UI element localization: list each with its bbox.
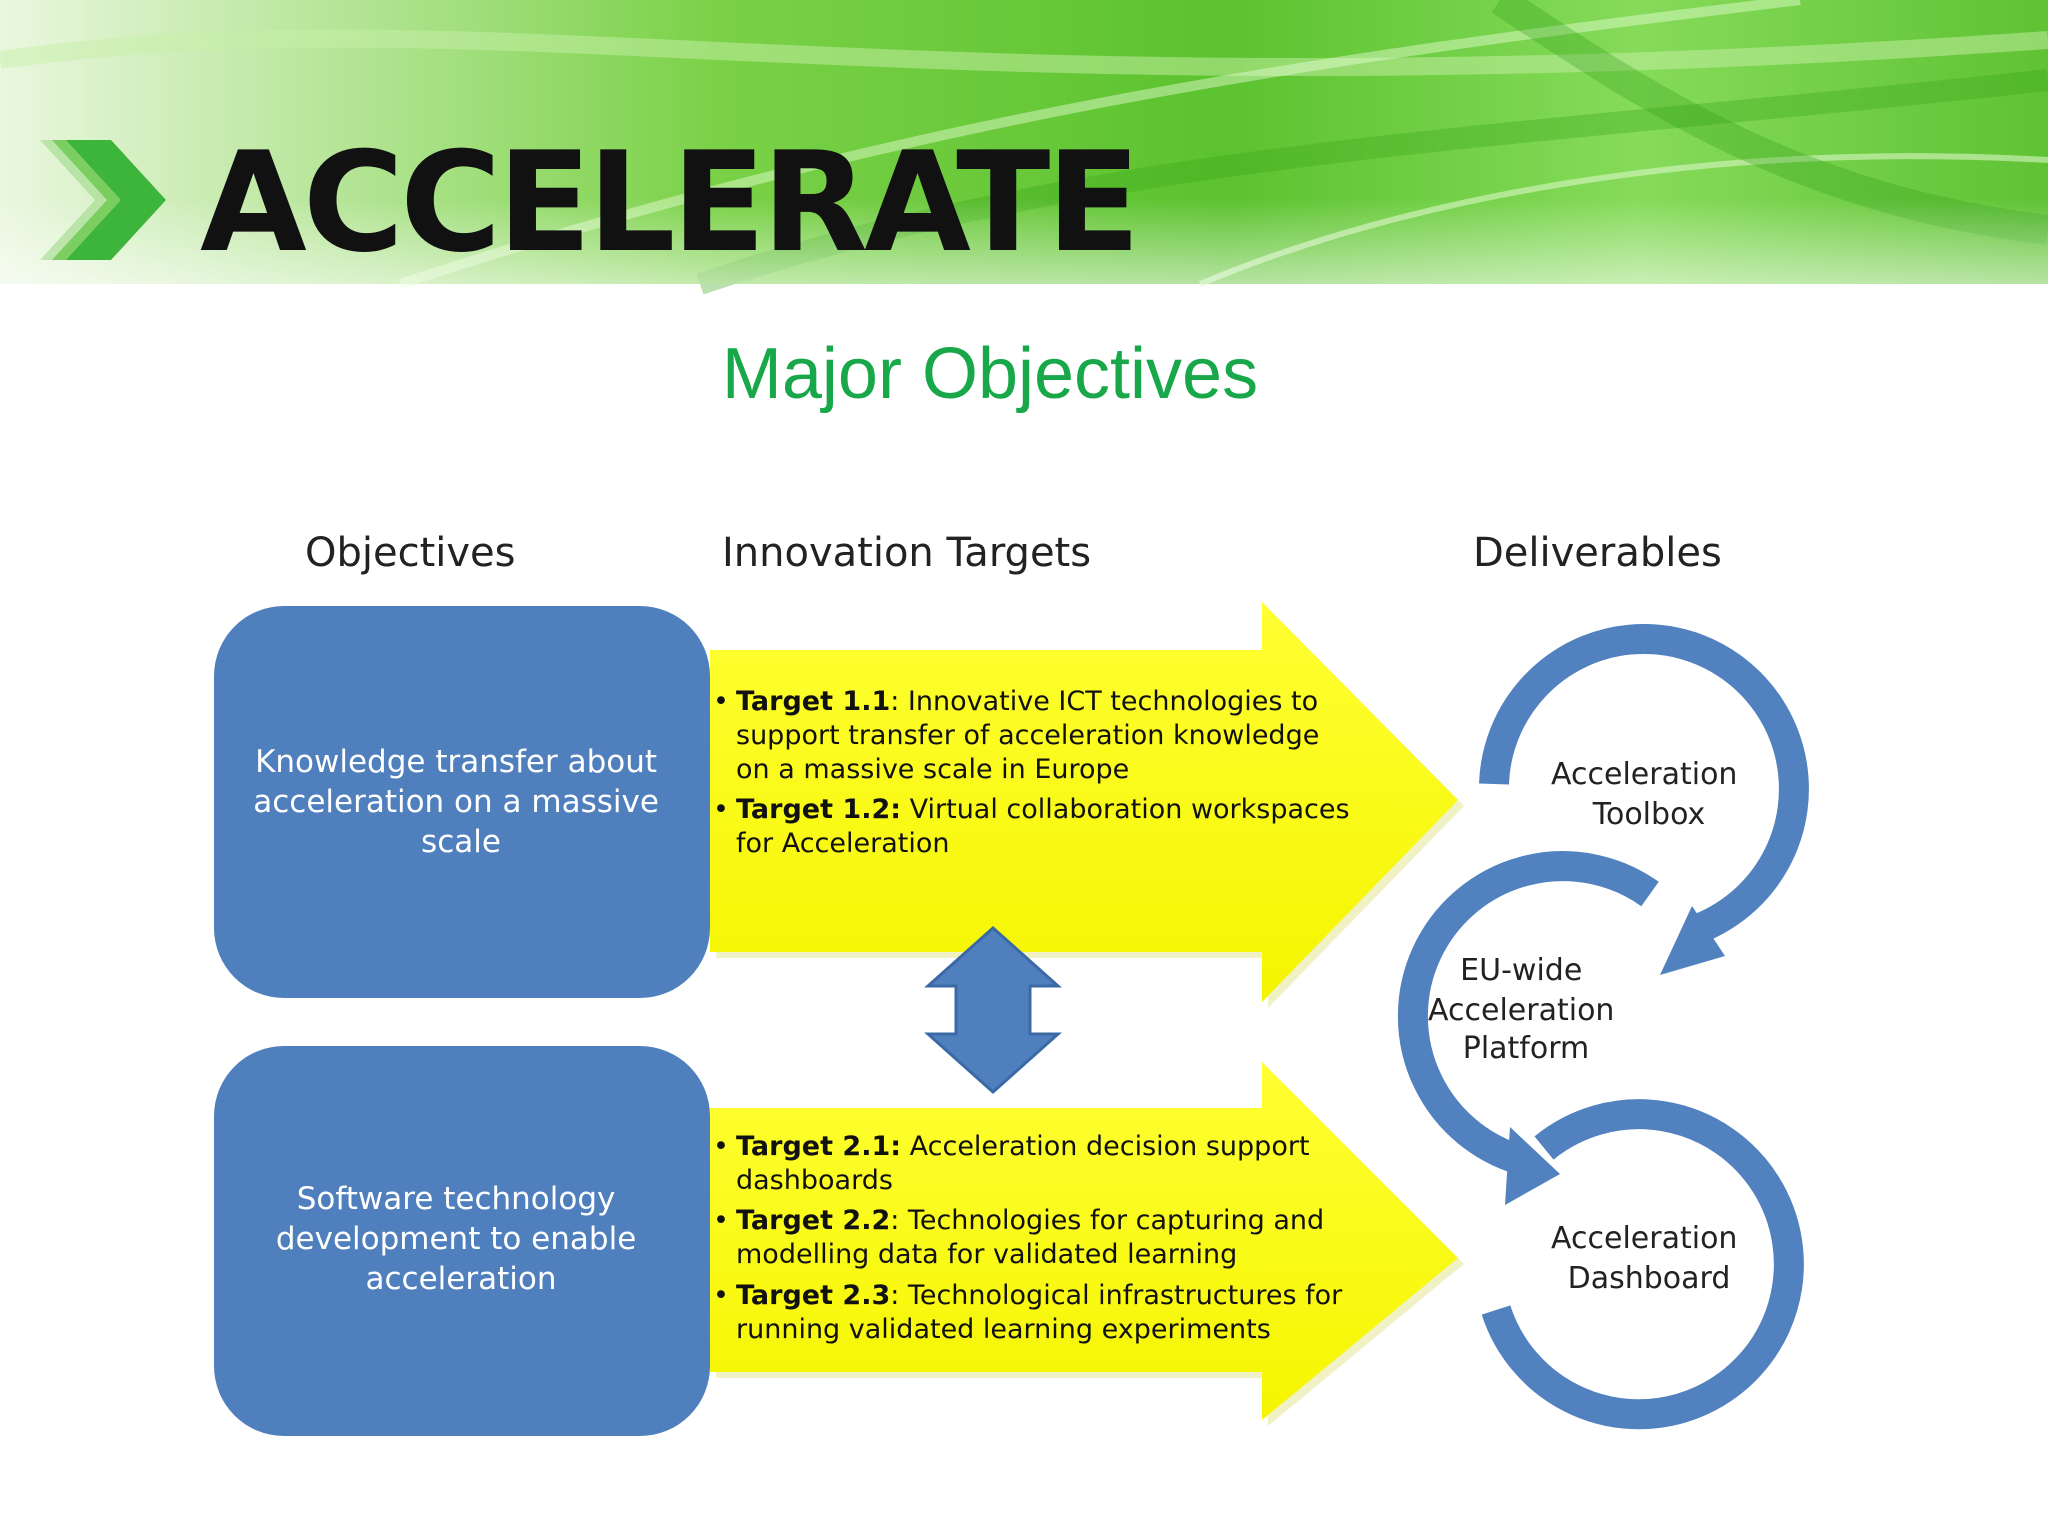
target-2-3-line-1: : Technological infrastructures for xyxy=(890,1280,1343,1311)
target-1-1-line-3: on a massive scale in Europe xyxy=(736,754,1129,785)
target-2-2-line-1: : Technologies for capturing and xyxy=(890,1205,1324,1236)
deliverable-cycle xyxy=(1397,623,1809,1430)
target-2-1-line-2: dashboards xyxy=(736,1165,893,1196)
target-2-2-label: Target 2.2 xyxy=(736,1205,890,1236)
target-2-3-label: Target 2.3 xyxy=(736,1280,890,1311)
target-1-1: Target 1.1: Innovative ICT technologies … xyxy=(736,686,1328,785)
objective-2-line-3: acceleration xyxy=(366,1261,557,1297)
target-list-1: • Target 1.1: Innovative ICT technologie… xyxy=(713,686,1358,859)
bullet-icon: • xyxy=(713,1131,729,1162)
ring-arrow-toolbox xyxy=(1479,623,1809,945)
target-1-2: Target 1.2: Virtual collaboration worksp… xyxy=(736,794,1358,859)
objective-1-text: Knowledge transfer about acceleration on… xyxy=(253,744,669,860)
ring-arrow-platform xyxy=(1397,851,1659,1177)
deliverable-toolbox-line-1: Acceleration xyxy=(1551,757,1737,792)
deliverable-platform-line-1: EU-wide xyxy=(1460,953,1582,988)
target-2-2: Target 2.2: Technologies for capturing a… xyxy=(736,1205,1333,1270)
deliverable-platform-line-3: Platform xyxy=(1463,1031,1590,1066)
target-2-1-line-1: Acceleration decision support xyxy=(901,1131,1309,1162)
target-1-2-label: Target 1.2: xyxy=(736,794,901,825)
brand-name: ACCELERATE xyxy=(200,122,1137,283)
target-1-2-line-2: for Acceleration xyxy=(736,828,949,859)
column-header-objectives: Objectives xyxy=(305,530,516,576)
target-2-2-line-2: modelling data for validated learning xyxy=(736,1239,1237,1270)
target-2-1: Target 2.1: Acceleration decision suppor… xyxy=(736,1131,1318,1196)
objective-1-line-1: Knowledge transfer about xyxy=(255,744,657,780)
target-list-2: • Target 2.1: Acceleration decision supp… xyxy=(713,1131,1351,1345)
ring-arrow-dashboard xyxy=(1481,1099,1804,1430)
target-arrow-2 xyxy=(710,1062,1464,1426)
target-1-1-line-2: support transfer of acceleration knowled… xyxy=(736,720,1319,751)
target-arrow-1 xyxy=(710,602,1464,1008)
bullet-icon: • xyxy=(713,686,729,717)
deliverable-platform: EU-wide Acceleration Platform xyxy=(1428,953,1624,1066)
target-2-1-label: Target 2.1: xyxy=(736,1131,901,1162)
objective-box-2: Software technology development to enabl… xyxy=(214,1046,710,1436)
slide-title: Major Objectives xyxy=(722,334,1258,414)
bullet-icon: • xyxy=(713,1205,729,1236)
deliverable-dashboard-line-2: Dashboard xyxy=(1568,1261,1731,1296)
column-header-deliverables: Deliverables xyxy=(1473,530,1722,576)
objective-2-line-1: Software technology xyxy=(297,1181,616,1217)
objective-2-text: Software technology development to enabl… xyxy=(276,1181,646,1297)
target-2-3: Target 2.3: Technological infrastructure… xyxy=(736,1280,1351,1345)
double-arrow-vertical-icon xyxy=(924,925,1062,1095)
target-1-1-label: Target 1.1 xyxy=(736,686,890,717)
column-header-targets: Innovation Targets xyxy=(722,530,1091,576)
bullet-icon: • xyxy=(713,1280,729,1311)
target-2-3-line-2: running validated learning experiments xyxy=(736,1314,1271,1345)
deliverable-platform-line-2: Acceleration xyxy=(1428,993,1614,1028)
arrowhead-icon xyxy=(1660,906,1725,975)
deliverable-labels: Acceleration Toolbox EU-wide Acceleratio… xyxy=(1428,757,1747,1296)
target-1-2-line-1: Virtual collaboration workspaces xyxy=(901,794,1350,825)
objective-1-line-3: scale xyxy=(421,824,501,860)
deliverable-dashboard-line-1: Acceleration xyxy=(1551,1221,1737,1256)
objective-2-line-2: development to enable xyxy=(276,1221,636,1257)
chevron-right-icon xyxy=(40,140,166,260)
deliverable-toolbox: Acceleration Toolbox xyxy=(1551,757,1747,832)
deliverable-dashboard: Acceleration Dashboard xyxy=(1551,1221,1747,1296)
target-1-1-line-1: : Innovative ICT technologies to xyxy=(890,686,1318,717)
header-banner: ACCELERATE xyxy=(0,0,2048,295)
arrowhead-icon xyxy=(1505,1127,1560,1205)
bullet-icon: • xyxy=(713,794,729,825)
objective-1-line-2: acceleration on a massive xyxy=(253,784,659,820)
objective-box-1: Knowledge transfer about acceleration on… xyxy=(214,606,710,998)
deliverable-toolbox-line-2: Toolbox xyxy=(1592,797,1706,832)
